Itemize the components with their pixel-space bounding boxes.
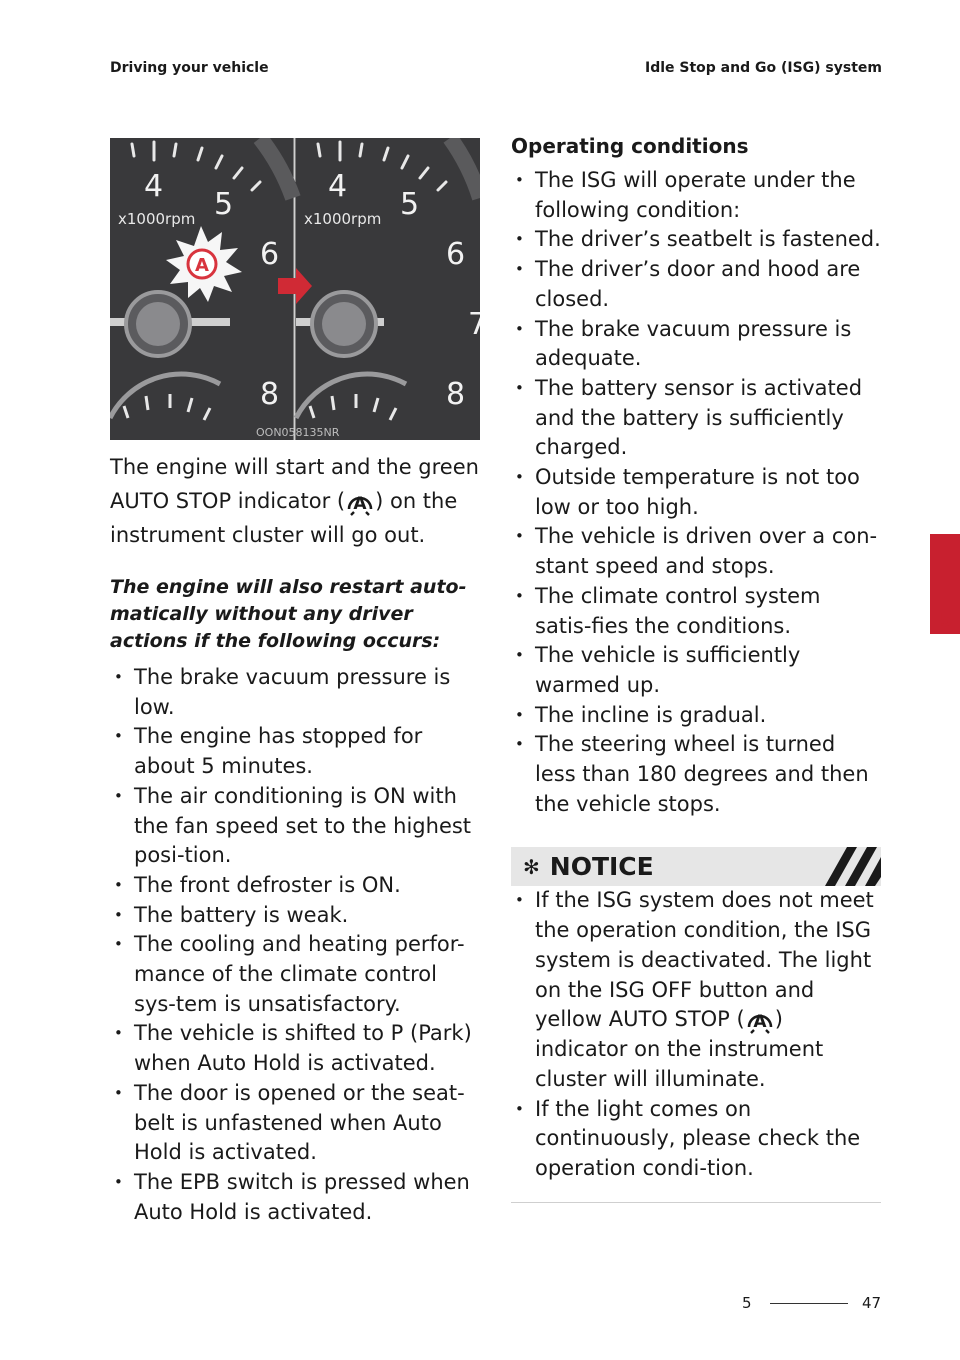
intro-paragraph: The engine will start and the green AUTO… bbox=[110, 450, 480, 552]
gauge-number-4: 4 bbox=[144, 169, 163, 204]
rpm-unit-label-after: x1000rpm bbox=[304, 210, 381, 228]
footer-section-number: 5 bbox=[742, 1294, 752, 1312]
operating-conditions-list: The ISG will operate under the following… bbox=[511, 166, 881, 819]
svg-text:A: A bbox=[753, 1012, 767, 1032]
list-item: The front defroster is ON. bbox=[110, 871, 480, 901]
gauge-number-6: 6 bbox=[260, 237, 279, 272]
list-item: The battery sensor is activated and the … bbox=[511, 374, 881, 463]
rpm-unit-label: x1000rpm bbox=[118, 210, 195, 228]
list-item: The ISG will operate under the following… bbox=[511, 166, 881, 225]
gauge-number-6-after: 6 bbox=[446, 237, 465, 272]
list-item: The vehicle is driven over a con-stant s… bbox=[511, 522, 881, 581]
list-item: The air conditioning is ON with the fan … bbox=[110, 782, 480, 871]
list-item: The battery is weak. bbox=[110, 901, 480, 931]
auto-stop-icon: A bbox=[347, 494, 373, 516]
auto-stop-icon: A bbox=[747, 1012, 773, 1035]
notice-divider bbox=[511, 1201, 881, 1203]
gauge-number-7-after: 7 bbox=[468, 307, 480, 342]
notice-label: NOTICE bbox=[549, 852, 654, 882]
notice-stripes-icon bbox=[825, 847, 881, 887]
notice-text-before: If the ISG system does not meet the oper… bbox=[535, 888, 874, 1032]
notice-list: If the ISG system does not meet the oper… bbox=[511, 886, 881, 1183]
gauge-number-8: 8 bbox=[260, 377, 279, 412]
list-item: The door is opened or the seat-belt is u… bbox=[110, 1079, 480, 1168]
list-item: Outside temperature is not too low or to… bbox=[511, 463, 881, 522]
right-column: Operating conditions The ISG will operat… bbox=[511, 132, 881, 1203]
list-item: The brake vacuum pressure is adequate. bbox=[511, 315, 881, 374]
list-item: The EPB switch is pressed when Auto Hold… bbox=[110, 1168, 480, 1227]
list-item: If the ISG system does not meet the oper… bbox=[511, 886, 881, 1094]
list-item: If the light comes on continuously, plea… bbox=[511, 1095, 881, 1184]
running-header-right: Idle Stop and Go (ISG) system bbox=[644, 60, 882, 76]
list-item: The driver’s seatbelt is fastened. bbox=[511, 225, 881, 255]
gauge-number-5-after: 5 bbox=[400, 187, 419, 222]
list-item: The brake vacuum pressure is low. bbox=[110, 663, 480, 722]
chapter-tab-number: 5 bbox=[940, 610, 953, 631]
svg-text:A: A bbox=[354, 494, 368, 514]
list-item: The driver’s door and hood are closed. bbox=[511, 255, 881, 314]
gauge-number-5: 5 bbox=[214, 187, 233, 222]
list-item: The climate control system satis-fies th… bbox=[511, 582, 881, 641]
gauge-number-8-after: 8 bbox=[446, 377, 465, 412]
notice-banner: ✻ NOTICE bbox=[511, 847, 881, 887]
transition-arrow-icon bbox=[278, 268, 312, 304]
list-item: The steering wheel is turned less than 1… bbox=[511, 730, 881, 819]
figure-code: OON058135NR bbox=[256, 426, 340, 439]
running-header-left: Driving your vehicle bbox=[110, 60, 269, 76]
notice-star-icon: ✻ bbox=[523, 854, 540, 879]
gauge-number-4-after: 4 bbox=[328, 169, 347, 204]
list-item: The incline is gradual. bbox=[511, 701, 881, 731]
operating-conditions-heading: Operating conditions bbox=[511, 134, 749, 158]
intro-text-after: ) on the instrument cluster will go out. bbox=[110, 489, 458, 547]
footer-divider bbox=[770, 1303, 848, 1304]
list-item: The vehicle is sufficiently warmed up. bbox=[511, 641, 881, 700]
list-item: The cooling and heating perfor-mance of … bbox=[110, 930, 480, 1019]
chapter-tab bbox=[930, 534, 960, 634]
restart-conditions-list: The brake vacuum pressure is low. The en… bbox=[110, 663, 480, 1227]
instrument-cluster-figure: 4 5 6 8 x1000rpm 4 5 6 7 8 x1000rpm A bbox=[110, 138, 480, 440]
svg-text:A: A bbox=[195, 255, 209, 276]
left-column: 4 5 6 8 x1000rpm 4 5 6 7 8 x1000rpm A bbox=[110, 138, 480, 1227]
cluster-illustration: 4 5 6 8 x1000rpm 4 5 6 7 8 x1000rpm A bbox=[110, 138, 480, 440]
list-item: The vehicle is shifted to P (Park) when … bbox=[110, 1019, 480, 1078]
auto-stop-icon bbox=[186, 248, 218, 280]
restart-subheading: The engine will also restart auto-matica… bbox=[110, 576, 467, 652]
intro-text-before: The engine will start and the green AUTO… bbox=[110, 455, 479, 513]
list-item: The engine has stopped for about 5 minut… bbox=[110, 722, 480, 781]
notice-text-after: ) indicator on the instrument cluster wi… bbox=[535, 1007, 824, 1091]
footer-page-number: 47 bbox=[862, 1294, 882, 1312]
